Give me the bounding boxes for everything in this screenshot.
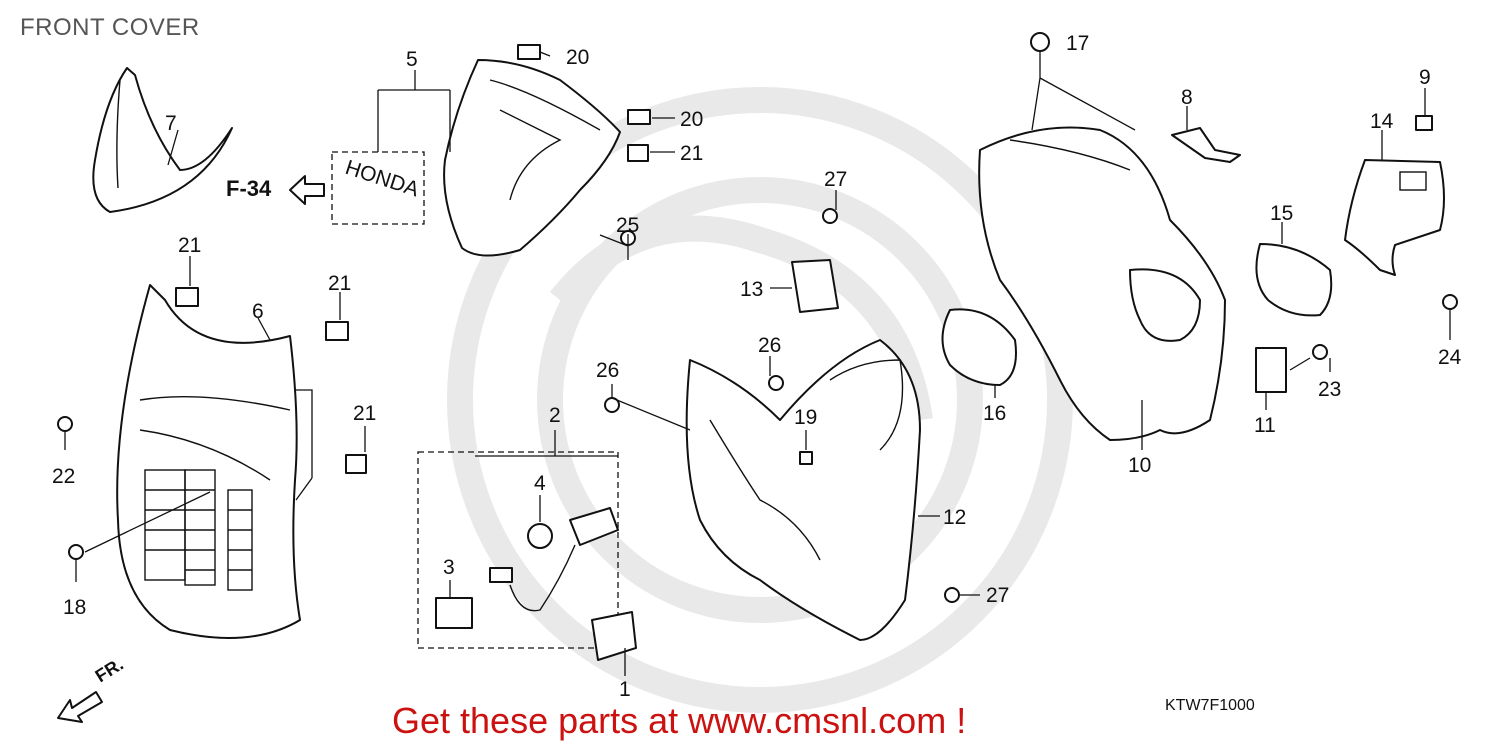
callout-4: 4 xyxy=(534,472,546,495)
callout-2: 2 xyxy=(549,404,561,427)
callout-26-a: 26 xyxy=(596,359,619,382)
callout-9: 9 xyxy=(1419,66,1431,89)
callout-5: 5 xyxy=(406,48,418,71)
callout-23: 23 xyxy=(1318,378,1341,401)
part-27-screw-lower[interactable] xyxy=(944,587,960,603)
callout-21-b: 21 xyxy=(328,272,351,295)
part-18-bolt[interactable] xyxy=(68,544,84,560)
callout-17: 17 xyxy=(1066,32,1089,55)
callout-numbers: 5 20 20 21 7 21 21 6 21 22 18 25 27 13 2… xyxy=(52,32,1462,701)
part-8-bracket[interactable] xyxy=(1171,127,1241,163)
callout-12: 12 xyxy=(943,506,966,529)
part-27-screw-upper[interactable] xyxy=(822,208,838,224)
callout-14: 14 xyxy=(1370,110,1394,133)
callout-21-upper: 21 xyxy=(680,142,703,165)
callout-6: 6 xyxy=(252,300,264,323)
part-21-clip-b[interactable] xyxy=(325,321,349,341)
reference-label[interactable]: F-34 xyxy=(226,176,272,201)
callout-1: 1 xyxy=(619,678,631,701)
diagram-code: KTW7F1000 xyxy=(1165,697,1255,714)
callout-8: 8 xyxy=(1181,86,1193,109)
callout-18: 18 xyxy=(63,596,86,619)
part-11-pad[interactable] xyxy=(1255,347,1287,393)
grille-slots xyxy=(144,469,253,591)
part-23-screw[interactable] xyxy=(1312,344,1328,360)
part-5-upper-front-cover[interactable] xyxy=(443,59,621,257)
part-24-screw[interactable] xyxy=(1442,294,1458,310)
part-13-lid[interactable] xyxy=(791,259,839,313)
callout-11: 11 xyxy=(1254,414,1276,437)
callout-22: 22 xyxy=(52,465,75,488)
callout-20-mid: 20 xyxy=(680,108,703,131)
callout-19: 19 xyxy=(794,406,817,429)
callout-7: 7 xyxy=(165,112,177,135)
part-6-lower-front-cover[interactable] xyxy=(116,284,301,639)
part-21-clip-a[interactable] xyxy=(175,287,199,307)
callout-27-upper: 27 xyxy=(824,168,847,191)
leader-lines xyxy=(64,51,1451,676)
callout-24: 24 xyxy=(1438,346,1462,369)
part-9-clip[interactable] xyxy=(1415,115,1433,131)
callout-13: 13 xyxy=(740,278,763,301)
callout-3: 3 xyxy=(443,556,455,579)
callout-21-c: 21 xyxy=(353,402,376,425)
part-20-clip-mid[interactable] xyxy=(627,109,651,125)
page-title: FRONT COVER xyxy=(20,14,200,41)
part-16-gasket[interactable] xyxy=(941,308,1017,386)
reference-arrow xyxy=(289,175,325,205)
part-14-pocket-lid[interactable] xyxy=(1344,159,1445,276)
parts-link-banner[interactable]: Get these parts at www.cmsnl.com ! xyxy=(392,700,967,741)
part-20-clip-top[interactable] xyxy=(517,44,541,60)
callout-15: 15 xyxy=(1270,202,1293,225)
callout-21-a: 21 xyxy=(178,234,201,257)
watermark-logo xyxy=(447,87,1073,713)
part-15-gasket[interactable] xyxy=(1255,243,1333,317)
callout-27-lower: 27 xyxy=(986,584,1009,607)
socket-body xyxy=(569,507,619,546)
part-22-bolt[interactable] xyxy=(57,416,73,432)
part-3-cap[interactable] xyxy=(435,597,473,629)
part-21-clip-c[interactable] xyxy=(345,454,367,474)
callout-10: 10 xyxy=(1128,454,1151,477)
part-17-screw[interactable] xyxy=(1030,32,1050,52)
callout-26-b: 26 xyxy=(758,334,781,357)
part-12-inner-cover[interactable] xyxy=(685,339,921,641)
honda-decal-text: HONDA xyxy=(342,156,421,201)
part-26-screw-b[interactable] xyxy=(768,375,784,391)
part-4-ring[interactable] xyxy=(527,523,553,549)
part-10-inner-cover-rear[interactable] xyxy=(978,126,1226,441)
part-21-clip-upper[interactable] xyxy=(627,144,649,162)
part-19-clip[interactable] xyxy=(799,451,813,465)
callout-20-top: 20 xyxy=(566,46,589,69)
part-7-front-trim[interactable] xyxy=(92,67,233,213)
socket-assembly[interactable] xyxy=(417,451,637,661)
part-1-cover[interactable] xyxy=(591,611,637,661)
callout-25: 25 xyxy=(616,214,639,237)
front-direction-arrow xyxy=(57,691,103,723)
callout-16: 16 xyxy=(983,402,1006,425)
